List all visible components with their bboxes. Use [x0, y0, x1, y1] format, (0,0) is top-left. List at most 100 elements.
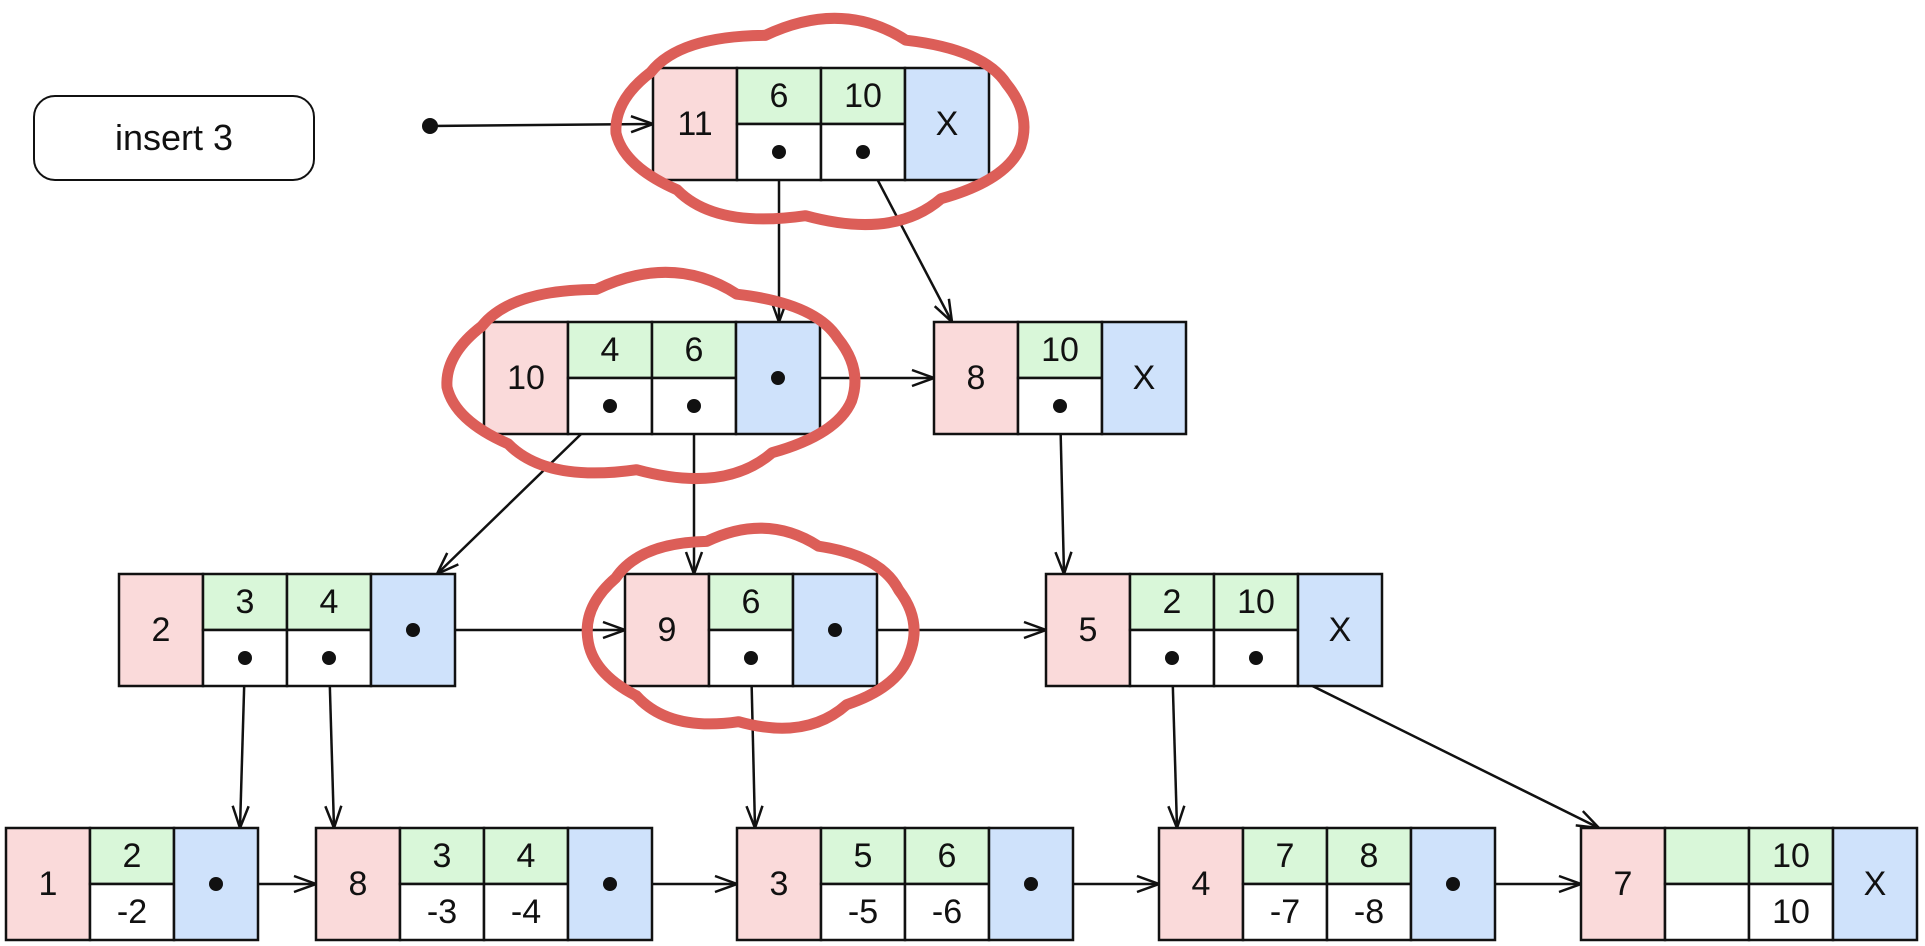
node-value-cell — [1663, 882, 1751, 942]
highlight-cloud-n9 — [581, 522, 920, 734]
node-link-cell — [369, 572, 457, 688]
operation-label: insert 3 — [33, 95, 315, 181]
node-l4: 47-78-8 — [1157, 826, 1497, 942]
node-key-cell — [1663, 826, 1751, 886]
node-value-label-dot — [772, 145, 786, 159]
node-link-label-dot — [771, 371, 785, 385]
node-l3: 35-56-6 — [735, 826, 1075, 942]
node-value-label-dot — [1053, 399, 1067, 413]
node-value-label: -7 — [1270, 893, 1300, 931]
root-pointer-dot — [422, 118, 438, 134]
node-link-label-dot — [1024, 877, 1038, 891]
node-link-label: X — [1133, 359, 1156, 397]
node-key-cell — [482, 826, 570, 886]
node-key-label: 10 — [1041, 331, 1079, 369]
node-link-label-dot — [603, 877, 617, 891]
node-key-label: 4 — [601, 331, 620, 369]
node-header-cell — [735, 826, 823, 942]
node-header-label: 8 — [349, 865, 368, 903]
node-value-label-dot — [687, 399, 701, 413]
node-key-cell — [819, 826, 907, 886]
node-key-label: 4 — [320, 583, 339, 621]
node-link-cell — [1100, 320, 1188, 436]
node-key-label: 6 — [742, 583, 761, 621]
node-header-cell — [4, 826, 92, 942]
node-header-label: 2 — [152, 611, 171, 649]
node-link-label-dot — [209, 877, 223, 891]
node-key-cell — [1128, 572, 1216, 632]
node-value-label-dot — [744, 651, 758, 665]
node-n9: 96 — [623, 572, 879, 688]
node-key-label: 3 — [236, 583, 255, 621]
edges-layer — [216, 118, 1599, 884]
node-link-label-dot — [828, 623, 842, 637]
node-key-label: 4 — [517, 837, 536, 875]
node-value-label: -2 — [117, 893, 147, 931]
node-key-label: 5 — [854, 837, 873, 875]
node-key-cell — [88, 826, 176, 886]
node-link-cell — [172, 826, 260, 942]
node-header-cell — [932, 320, 1020, 436]
node-key-label: 10 — [844, 77, 882, 115]
node-key-label: 6 — [770, 77, 789, 115]
node-header-label: 9 — [658, 611, 677, 649]
node-value-cell — [1241, 882, 1329, 942]
node-link-label: X — [1329, 611, 1352, 649]
node-header-cell — [314, 826, 402, 942]
node-value-label-dot — [1249, 651, 1263, 665]
node-link-label: X — [1864, 865, 1887, 903]
node-key-cell — [819, 66, 907, 126]
node-value-label-dot — [856, 145, 870, 159]
node-value-label: -4 — [511, 893, 541, 931]
node-key-label: 8 — [1360, 837, 1379, 875]
node-link-cell — [791, 572, 879, 688]
node-n2: 2 3 4 — [117, 572, 457, 688]
clouds-layer — [441, 12, 1030, 734]
node-value-label: 10 — [1772, 893, 1810, 931]
node-link-cell — [1831, 826, 1919, 942]
node-value-label: -5 — [848, 893, 878, 931]
node-key-label: 10 — [1237, 583, 1275, 621]
node-key-label: 2 — [123, 837, 142, 875]
node-link-label-dot — [1446, 877, 1460, 891]
node-key-cell — [1016, 320, 1104, 380]
node-header-cell — [1579, 826, 1667, 942]
node-link-cell — [903, 66, 991, 182]
node-header-label: 7 — [1614, 865, 1633, 903]
node-link-cell — [1296, 572, 1384, 688]
node-link-label-dot — [406, 623, 420, 637]
highlight-cloud-n10 — [441, 266, 861, 485]
node-l1: 1 2 -2 — [4, 826, 260, 942]
node-header-cell — [1044, 572, 1132, 688]
node-value-cell — [819, 882, 907, 942]
node-value-label-dot — [603, 399, 617, 413]
node-value-cell — [819, 122, 907, 182]
node-link-label: X — [936, 105, 959, 143]
node-value-label-dot — [322, 651, 336, 665]
node-value-label-dot — [1165, 651, 1179, 665]
node-value-label: -3 — [427, 893, 457, 931]
node-value-label: -8 — [1354, 893, 1384, 931]
highlight-cloud-n11 — [610, 12, 1030, 231]
node-key-label: 7 — [1276, 837, 1295, 875]
node-header-label: 5 — [1079, 611, 1098, 649]
node-key-label: 3 — [433, 837, 452, 875]
node-header-label: 3 — [770, 865, 789, 903]
node-header-cell — [1157, 826, 1245, 942]
node-value-cell — [1747, 882, 1835, 942]
node-key-cell — [1241, 826, 1329, 886]
node-header-label: 1 — [39, 865, 58, 903]
node-header-cell — [482, 320, 570, 436]
node-value-cell — [88, 882, 176, 942]
node-key-label: 6 — [938, 837, 957, 875]
node-key-cell — [735, 66, 823, 126]
node-l8: 8 3 -3 4 -4 — [314, 826, 654, 942]
node-value-cell — [1325, 882, 1413, 942]
